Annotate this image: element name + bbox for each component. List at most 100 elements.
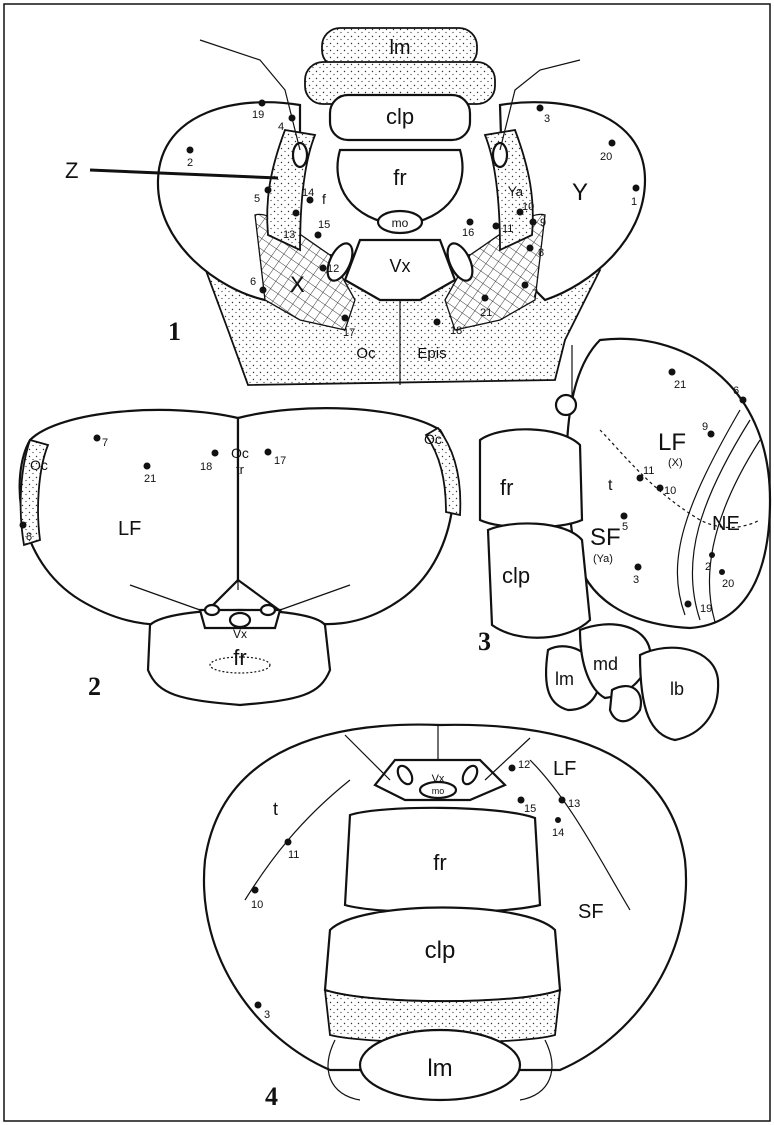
fig3-compound-eye bbox=[567, 339, 770, 628]
fig4-point-3 bbox=[255, 1002, 262, 1009]
fig3-label-sf-sub: (Ya) bbox=[593, 553, 613, 565]
fig2-median-ocellus bbox=[230, 613, 250, 627]
fig1-antenna-socket-left bbox=[293, 143, 307, 167]
fig1-point-3 bbox=[537, 105, 544, 112]
fig1-point-7-label: 7 bbox=[532, 288, 538, 300]
fig3-label-lf: LF bbox=[658, 429, 686, 456]
fig3-point-19 bbox=[685, 601, 692, 608]
fig3-palp bbox=[610, 686, 641, 721]
fig2-point-18-label: 18 bbox=[200, 461, 212, 473]
fig1-point-6-label: 6 bbox=[250, 276, 256, 288]
fig2-point-7 bbox=[94, 435, 101, 442]
fig2-point-7-label: 7 bbox=[102, 437, 108, 449]
fig3-label-lb: lb bbox=[670, 679, 684, 699]
fig1-point-5-label: 5 bbox=[254, 193, 260, 205]
fig2-label-vx: Vx bbox=[233, 627, 247, 641]
fig4-point-12 bbox=[509, 765, 516, 772]
fig4-point-14-label: 14 bbox=[552, 827, 564, 839]
fig3-label-md: md bbox=[593, 654, 618, 674]
fig1-point-6 bbox=[260, 287, 267, 294]
figure-1: lm clp fr mo Vx Z X Y Ya Oc Epis f 1 1 2… bbox=[65, 28, 645, 385]
fig1-point-15-label: 15 bbox=[318, 219, 330, 231]
fig1-point-16-label: 16 bbox=[462, 227, 474, 239]
fig1-label-x: X bbox=[290, 272, 305, 297]
fig2-point-21-label: 21 bbox=[144, 473, 156, 485]
fig4-point-3-label: 3 bbox=[264, 1009, 270, 1021]
fig1-point-9 bbox=[530, 219, 537, 226]
fig4-point-11-label: 11 bbox=[288, 849, 299, 861]
fig3-point-2-label: 2 bbox=[705, 561, 711, 573]
fig1-point-10-label: 10 bbox=[522, 201, 534, 213]
fig4-label-t: t bbox=[273, 799, 278, 819]
fig3-number: 3 bbox=[478, 627, 491, 656]
figure-2: LF Oc tr Oc Oc Vx fr 2 7 8 17 18 21 bbox=[20, 408, 461, 705]
fig4-label-lm: lm bbox=[427, 1055, 452, 1082]
fig1-label-y: Y bbox=[572, 179, 588, 206]
fig3-point-21-label: 21 bbox=[674, 379, 686, 391]
fig1-point-18 bbox=[434, 319, 441, 326]
fig2-label-lf: LF bbox=[118, 518, 141, 540]
fig3-frons bbox=[480, 429, 582, 527]
fig1-point-19-label: 19 bbox=[252, 109, 264, 121]
fig3-label-ne: NE bbox=[712, 513, 740, 535]
fig2-point-17 bbox=[265, 449, 272, 456]
fig3-point-9-label: 9 bbox=[702, 421, 708, 433]
fig2-lateral-ocellus-left bbox=[205, 605, 219, 615]
fig3-point-20 bbox=[719, 569, 725, 575]
fig3-label-lf-sub: (X) bbox=[668, 457, 683, 469]
fig3-label-fr: fr bbox=[500, 475, 513, 500]
fig4-point-10-label: 10 bbox=[251, 899, 263, 911]
fig1-point-7 bbox=[522, 282, 529, 289]
fig1-point-4-label: 4 bbox=[278, 121, 284, 133]
fig4-point-10 bbox=[252, 887, 259, 894]
fig1-point-9-label: 9 bbox=[540, 217, 546, 229]
fig1-label-clp: clp bbox=[386, 104, 414, 129]
fig4-label-lf: LF bbox=[553, 758, 576, 780]
fig1-point-3-label: 3 bbox=[544, 113, 550, 125]
fig2-number: 2 bbox=[88, 672, 101, 701]
fig2-lateral-ocellus-right bbox=[261, 605, 275, 615]
fig2-right-eye bbox=[238, 408, 454, 624]
fig1-label-lm: lm bbox=[389, 37, 410, 59]
fig2-point-17-label: 17 bbox=[274, 455, 286, 467]
fig3-point-3-label: 3 bbox=[633, 574, 639, 586]
fig1-point-8 bbox=[527, 245, 534, 252]
fig4-point-13 bbox=[559, 797, 566, 804]
fig3-point-21 bbox=[669, 369, 676, 376]
fig2-label-oc-left: Oc bbox=[30, 457, 48, 473]
fig2-point-21 bbox=[144, 463, 151, 470]
fig1-point-17-label: 17 bbox=[343, 327, 355, 339]
figure-3: LF (X) SF (Ya) NE t fr clp lm md lb 3 2 … bbox=[478, 339, 770, 740]
fig4-number: 4 bbox=[265, 1082, 278, 1111]
fig1-point-1 bbox=[633, 185, 640, 192]
fig4-point-14 bbox=[555, 817, 561, 823]
fig1-point-20 bbox=[609, 140, 616, 147]
fig3-point-3 bbox=[635, 564, 642, 571]
fig3-point-10 bbox=[657, 485, 664, 492]
fig1-point-2-label: 2 bbox=[187, 157, 193, 169]
fig1-point-11-label: 11 bbox=[502, 223, 513, 235]
fig1-point-15 bbox=[315, 232, 322, 239]
fig2-point-18 bbox=[212, 450, 219, 457]
fig4-point-12-label: 12 bbox=[518, 759, 530, 771]
fig1-point-5 bbox=[265, 187, 272, 194]
fig1-point-12 bbox=[320, 265, 327, 272]
fig3-point-2 bbox=[709, 552, 715, 558]
fig1-label-f: f bbox=[322, 191, 326, 207]
fig4-label-vx: Vx bbox=[432, 773, 445, 785]
fig1-point-8-label: 8 bbox=[538, 247, 544, 259]
fig4-label-sf: SF bbox=[578, 901, 604, 923]
fig1-point-14-label: 14 bbox=[302, 187, 314, 199]
fig3-label-sf: SF bbox=[590, 524, 621, 551]
fig1-label-z: Z bbox=[65, 158, 78, 183]
fig3-antenna-base bbox=[556, 395, 576, 415]
fig4-point-15-label: 15 bbox=[524, 803, 536, 815]
fig1-point-13-label: 13 bbox=[283, 229, 295, 241]
fig1-label-epis: Epis bbox=[417, 345, 446, 362]
fig1-label-mo: mo bbox=[392, 216, 409, 230]
fig4-label-mo: mo bbox=[432, 786, 445, 796]
fig1-number: 1 bbox=[168, 317, 181, 346]
fig2-label-oc-tr: Oc bbox=[231, 445, 249, 461]
fig3-point-6 bbox=[740, 397, 747, 404]
